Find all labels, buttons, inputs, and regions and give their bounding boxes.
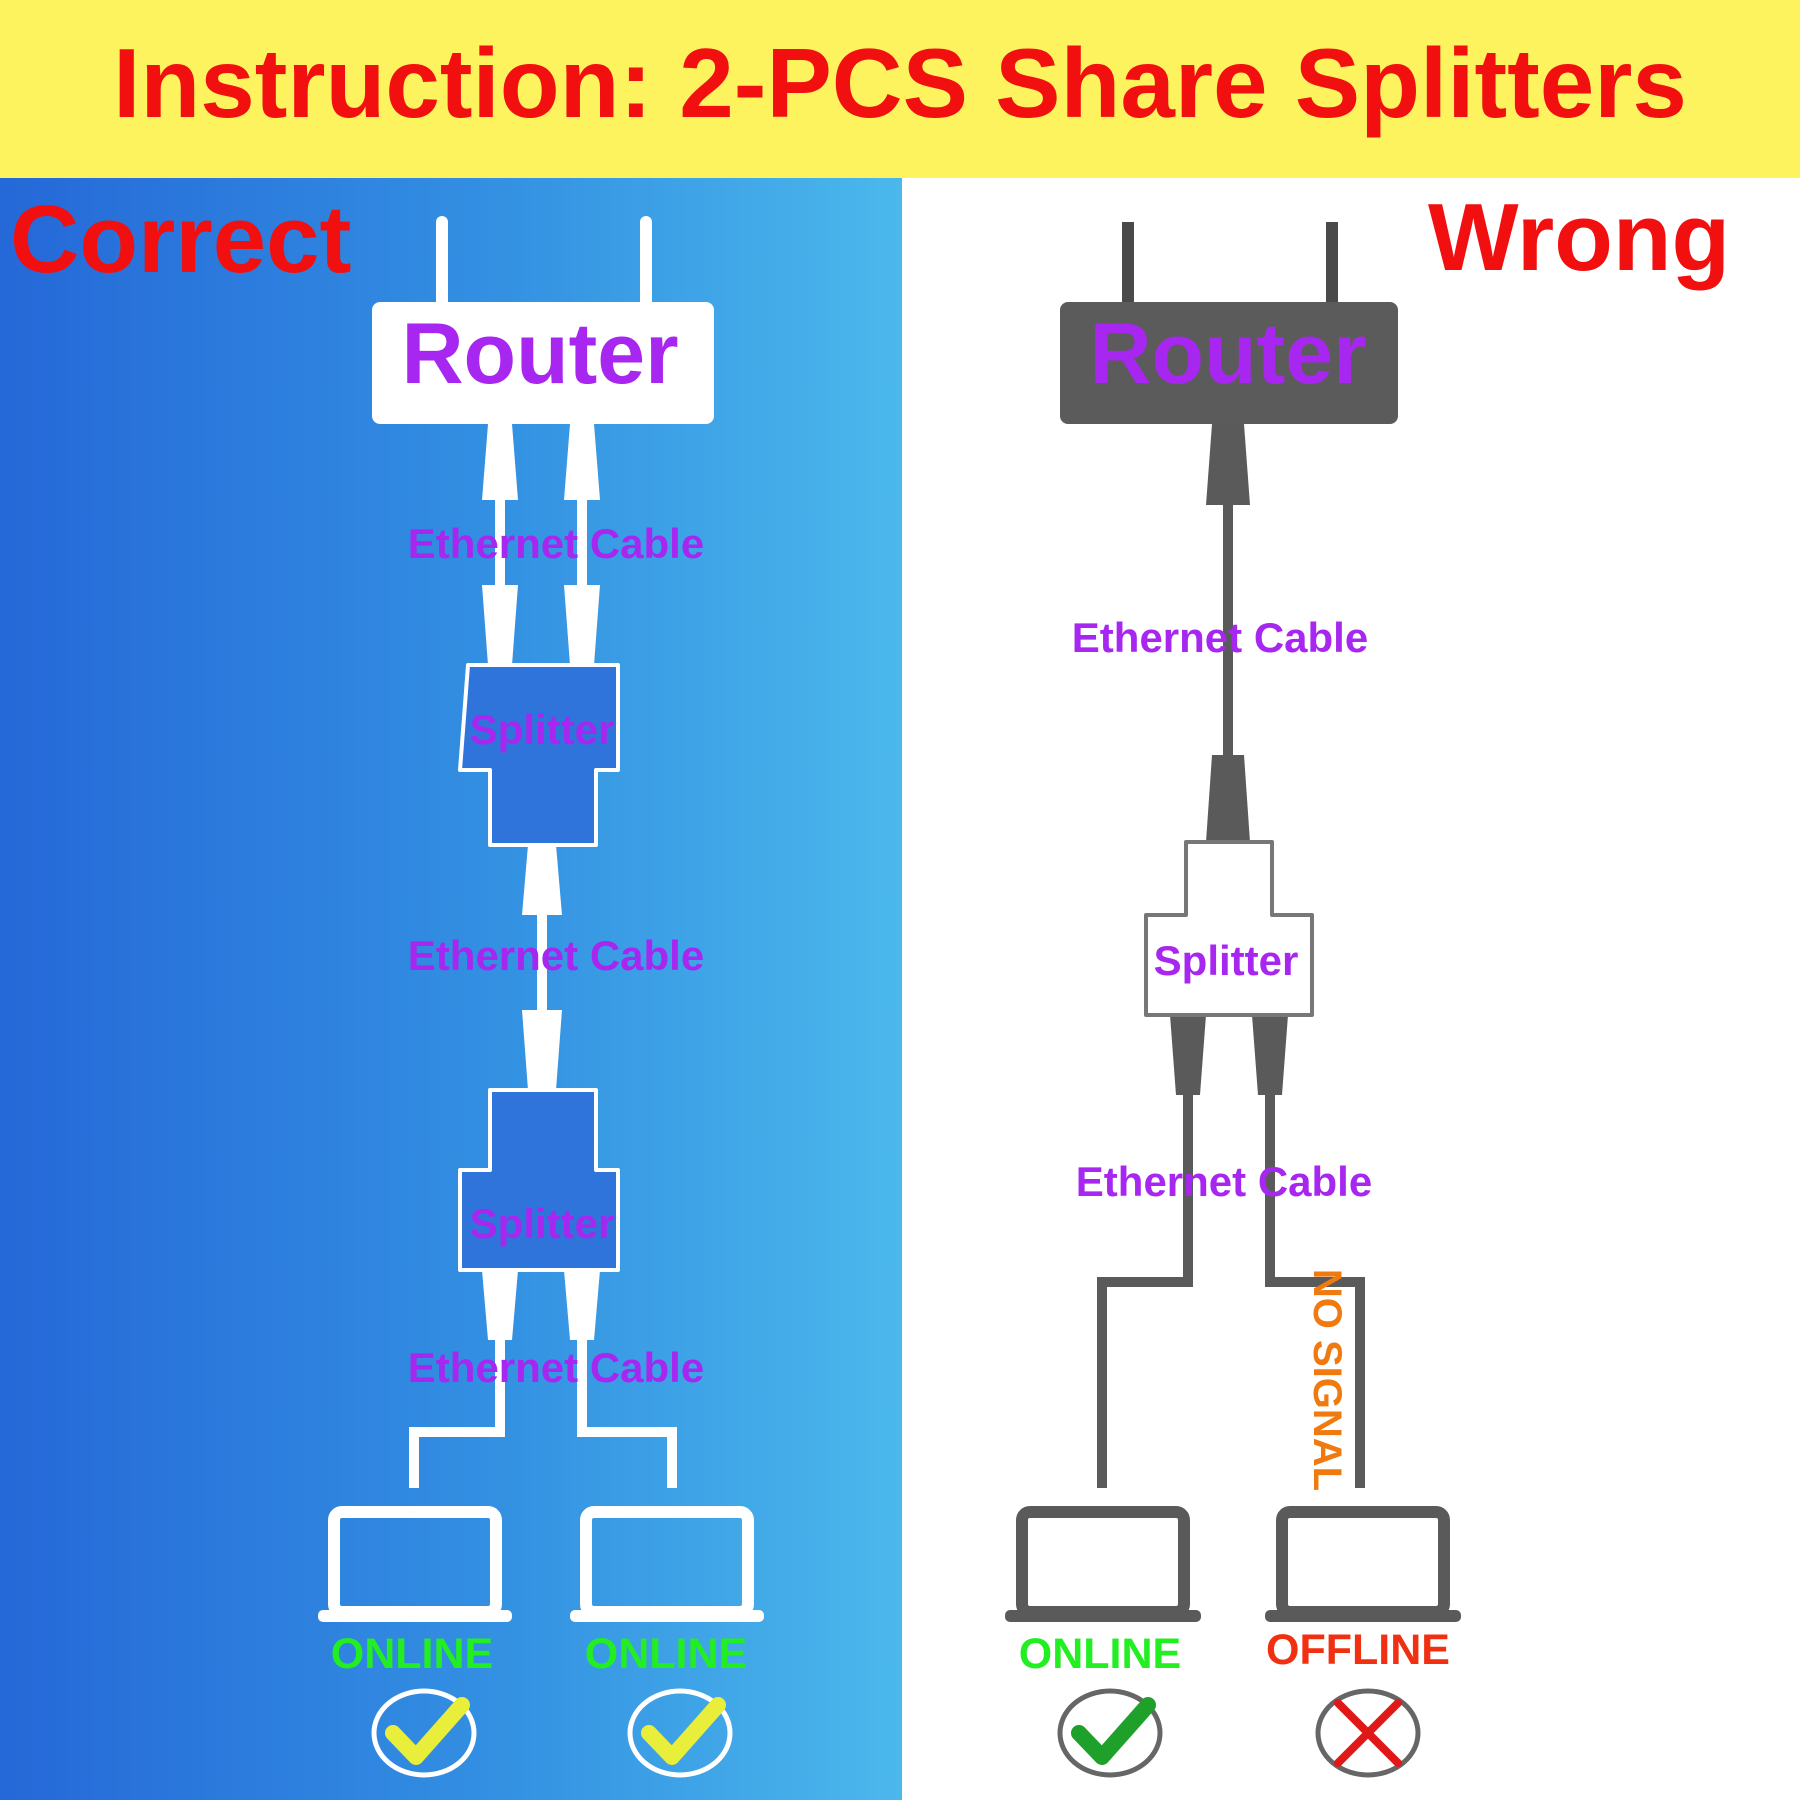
correct-splitter-label-1: Splitter <box>470 706 615 753</box>
wrong-cable-label-1: Ethernet Cable <box>1072 614 1368 661</box>
correct-status-online-2: ONLINE <box>585 1630 747 1678</box>
correct-connector-plugs-icon <box>482 424 600 1340</box>
wrong-status-offline: OFFLINE <box>1266 1626 1450 1674</box>
correct-cable-label-3: Ethernet Cable <box>408 1344 704 1391</box>
correct-router-label: Router <box>401 306 678 402</box>
correct-laptop-icon <box>318 1506 764 1622</box>
correct-cable-label-2: Ethernet Cable <box>408 932 704 979</box>
wrong-status-online: ONLINE <box>1019 1630 1181 1678</box>
correct-router-icon <box>372 216 714 424</box>
wrong-laptop-icon <box>1005 1506 1461 1622</box>
correct-splitter-icon <box>458 663 620 1272</box>
correct-cable-label-1: Ethernet Cable <box>408 520 704 567</box>
wrong-connector-plugs-icon <box>1170 424 1288 1095</box>
wrong-check-mark-icon <box>1057 1688 1163 1778</box>
wrong-cable-label-2: Ethernet Cable <box>1076 1158 1372 1205</box>
wrong-router-label: Router <box>1089 306 1366 402</box>
wrong-splitter-icon <box>1144 840 1314 1017</box>
correct-heading: Correct <box>10 186 351 293</box>
title-banner: Instruction: 2-PCS Share Splitters <box>0 0 1800 178</box>
correct-check-mark-icon <box>371 1688 733 1778</box>
wrong-cross-mark-icon <box>1315 1688 1421 1778</box>
correct-status-online-1: ONLINE <box>331 1630 493 1678</box>
wrong-no-signal-label: NO SIGNAL <box>1305 1269 1349 1491</box>
correct-splitter-label-2: Splitter <box>470 1200 615 1247</box>
page-title: Instruction: 2-PCS Share Splitters <box>113 28 1687 138</box>
wrong-router-icon <box>1060 222 1398 424</box>
wrong-splitter-label: Splitter <box>1154 937 1299 984</box>
wrong-heading: Wrong <box>1428 184 1730 291</box>
